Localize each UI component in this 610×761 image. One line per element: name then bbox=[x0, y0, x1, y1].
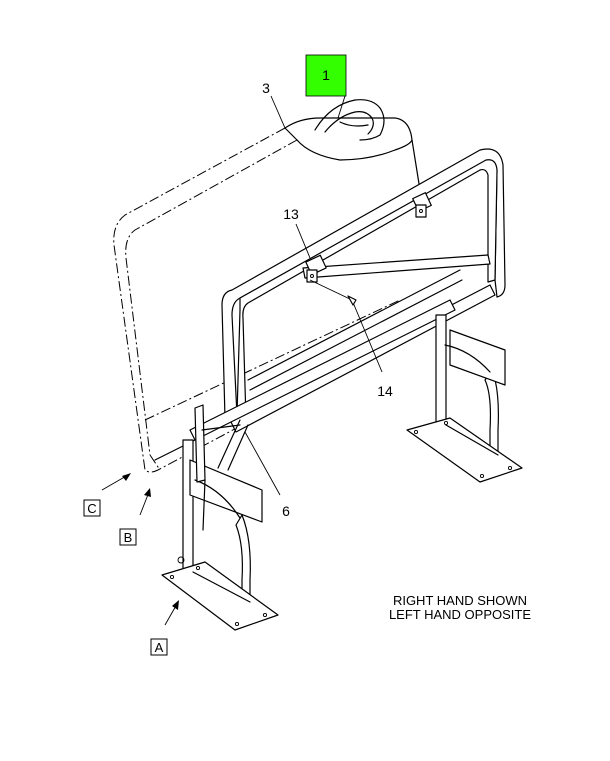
view-a-text: A bbox=[155, 640, 164, 655]
callout-14-label[interactable]: 14 bbox=[377, 383, 393, 399]
leader-lines bbox=[244, 95, 383, 496]
right-pedestal bbox=[406, 314, 523, 483]
note-line-1: RIGHT HAND SHOWN bbox=[393, 593, 527, 608]
view-arrows bbox=[101, 473, 179, 626]
callout-3-label[interactable]: 3 bbox=[262, 80, 270, 96]
left-pedestal bbox=[161, 439, 279, 631]
view-b-text: B bbox=[124, 530, 133, 545]
note-line-2: LEFT HAND OPPOSITE bbox=[389, 607, 531, 622]
view-c-text: C bbox=[87, 501, 96, 516]
callout-1-label[interactable]: 1 bbox=[322, 67, 330, 83]
view-label-a[interactable]: A bbox=[150, 638, 168, 656]
view-label-c[interactable]: C bbox=[83, 499, 101, 517]
callout-13-label[interactable]: 13 bbox=[283, 206, 299, 222]
gas-spring-strut bbox=[194, 404, 249, 531]
grab-handle bbox=[314, 99, 385, 141]
callout-1-highlight[interactable] bbox=[305, 54, 347, 97]
callout-6-label[interactable]: 6 bbox=[282, 503, 290, 519]
view-label-b[interactable]: B bbox=[119, 528, 137, 546]
mounting-clamp bbox=[305, 192, 432, 283]
seat-back-cushion bbox=[113, 117, 421, 473]
